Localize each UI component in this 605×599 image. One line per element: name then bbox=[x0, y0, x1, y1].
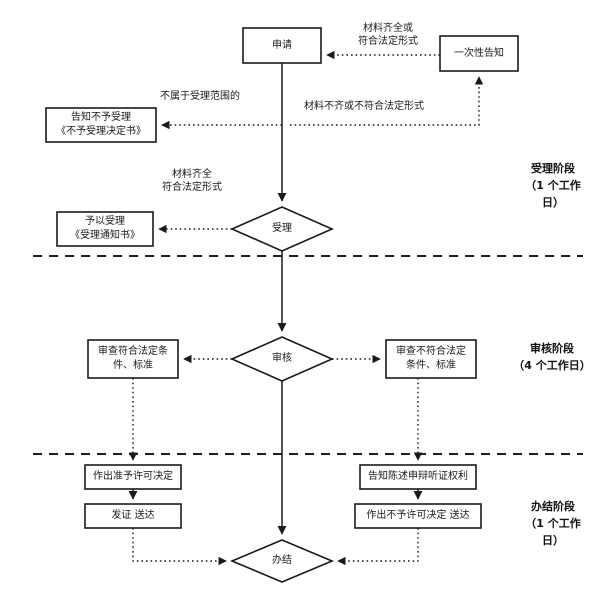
stage-label-completion: 办结阶段 （1 个工作 日） bbox=[525, 500, 581, 547]
edge-issue-to-complete bbox=[132, 528, 227, 566]
node-review-conform-shape bbox=[87, 339, 179, 379]
stage-label-review: 审核阶段 （4 个工作日） bbox=[513, 342, 591, 372]
edge-application-to-notice bbox=[290, 76, 484, 126]
edge-deny-to-complete bbox=[337, 528, 419, 566]
edge-label-materials-complete-or-legal: 材料齐全或 符合法定形式 bbox=[358, 23, 418, 47]
node-one-time-notice-shape bbox=[439, 35, 519, 72]
node-application-shape bbox=[242, 27, 322, 64]
edge-label-not-in-scope: 不属于受理范围的 bbox=[160, 91, 240, 102]
edge-label-materials-complete-legal: 材料齐全 符合法定形式 bbox=[162, 169, 222, 193]
node-notify-reject-accept-shape bbox=[45, 107, 157, 143]
node-notify-rights-shape bbox=[359, 464, 477, 490]
node-grant-accept-shape bbox=[56, 211, 154, 247]
edge-label-materials-incomplete: 材料不齐或不符合法定形式 bbox=[304, 101, 424, 112]
node-issue-deliver-shape bbox=[84, 503, 182, 529]
node-decision-deny-shape bbox=[354, 503, 482, 529]
stage-label-acceptance: 受理阶段 （1 个工作 日） bbox=[525, 162, 581, 209]
node-decision-grant-shape bbox=[84, 464, 182, 490]
node-accept-shape bbox=[230, 206, 334, 252]
node-complete-shape bbox=[229, 539, 335, 583]
node-review-not-conform-shape bbox=[385, 339, 477, 379]
node-review-shape bbox=[230, 336, 334, 382]
